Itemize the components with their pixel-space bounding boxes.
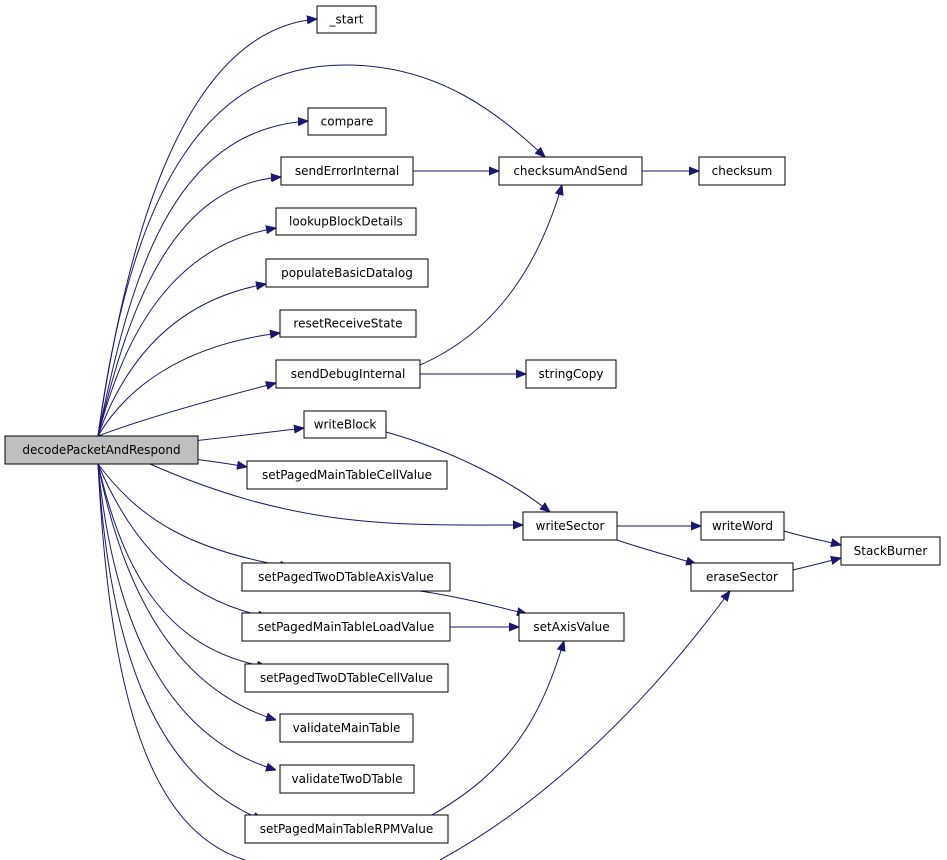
node-compare[interactable]: compare: [307, 107, 387, 136]
node-box: [241, 612, 451, 642]
node-box: [279, 309, 417, 338]
edge-decodePacketAndRespond-to-resetReceiveState: [97, 333, 280, 437]
node-box: [316, 5, 377, 34]
node-box: [275, 207, 417, 236]
edge-writeBlock-to-writeSector: [385, 431, 550, 512]
node-validateTwoDTable[interactable]: validateTwoDTable: [279, 764, 415, 794]
edge-decodePacketAndRespond-to-lookupBlockDetails: [97, 228, 276, 437]
node-box: [246, 460, 448, 490]
node-decodePacketAndRespond[interactable]: decodePacketAndRespond: [4, 435, 199, 465]
node-box: [307, 107, 387, 136]
node-box: [275, 359, 421, 389]
node-box: [244, 663, 449, 693]
node-label: setPagedMainTableRPMValue: [260, 822, 434, 836]
node-stringCopy[interactable]: stringCopy: [525, 359, 617, 389]
node-box: [700, 511, 785, 541]
edge-decodePacketAndRespond-to-validateMainTable: [97, 463, 276, 720]
edge-decodePacketAndRespond-to-setPagedTwoDTableAxisValue: [97, 463, 290, 567]
node-label: checksum: [712, 164, 773, 178]
node-setPagedTwoDTableAxisValue[interactable]: setPagedTwoDTableAxisValue: [241, 562, 451, 592]
edge-decodePacketAndRespond-to-populateBasicDatalog: [97, 284, 266, 437]
node-writeSector[interactable]: writeSector: [522, 511, 618, 541]
node-label: sendDebugInternal: [291, 367, 406, 381]
edge-writeWord-to-StackBurner: [783, 530, 841, 545]
edge-decodePacketAndRespond-to-eraseSector: [97, 463, 730, 860]
node-label: checksumAndSend: [513, 164, 627, 178]
node-setPagedMainTableRPMValue[interactable]: setPagedMainTableRPMValue: [244, 814, 449, 844]
edge-decodePacketAndRespond-to-setPagedMainTableRPMValue: [97, 463, 263, 820]
node-populateBasicDatalog[interactable]: populateBasicDatalog: [265, 258, 429, 288]
node-label: setPagedMainTableLoadValue: [258, 620, 434, 634]
edge-eraseSector-to-StackBurner: [792, 558, 841, 571]
node-label: resetReceiveState: [293, 317, 402, 331]
node-label: writeWord: [712, 519, 773, 533]
edge-setPagedTwoDTableAxisValue-to-setAxisValue: [419, 590, 527, 614]
node-box: [4, 435, 199, 465]
node-label: stringCopy: [539, 367, 604, 381]
edge-decodePacketAndRespond-to-checksumAndSend: [97, 64, 545, 437]
node-label: StackBurner: [854, 544, 928, 558]
node-checksumAndSend[interactable]: checksumAndSend: [498, 156, 643, 186]
edge-decodePacketAndRespond-to-sendDebugInternal: [97, 383, 276, 437]
node-writeBlock[interactable]: writeBlock: [303, 410, 387, 439]
edge-setPagedMainTableRPMValue-to-setAxisValue: [431, 641, 564, 816]
edges-layer: [97, 19, 841, 860]
node-box: [518, 612, 625, 642]
node-box: [265, 258, 429, 288]
node-writeWord[interactable]: writeWord: [700, 511, 785, 541]
node-setPagedTwoDTableCellValue[interactable]: setPagedTwoDTableCellValue: [244, 663, 449, 693]
edge-decodePacketAndRespond-to-compare: [97, 121, 308, 437]
node-label: compare: [321, 115, 374, 129]
node-box: [241, 562, 451, 592]
node-label: setPagedTwoDTableCellValue: [260, 671, 433, 685]
node-validateMainTable[interactable]: validateMainTable: [279, 713, 414, 743]
node-setAxisValue[interactable]: setAxisValue: [518, 612, 625, 642]
node-_start[interactable]: _start: [316, 5, 377, 34]
node-label: lookupBlockDetails: [289, 215, 403, 229]
node-resetReceiveState[interactable]: resetReceiveState: [279, 309, 417, 338]
edge-decodePacketAndRespond-to-sendErrorInternal: [97, 177, 281, 437]
edge-decodePacketAndRespond-to-setPagedMainTableCellValue: [192, 458, 247, 467]
node-box: [280, 156, 414, 186]
node-label: setPagedMainTableCellValue: [262, 468, 432, 482]
node-box: [840, 536, 941, 566]
node-setPagedMainTableCellValue[interactable]: setPagedMainTableCellValue: [246, 460, 448, 490]
node-box: [279, 713, 414, 743]
node-sendDebugInternal[interactable]: sendDebugInternal: [275, 359, 421, 389]
node-eraseSector[interactable]: eraseSector: [690, 562, 794, 592]
node-StackBurner[interactable]: StackBurner: [840, 536, 941, 566]
node-label: _start: [329, 13, 364, 27]
node-label: setAxisValue: [533, 620, 609, 634]
edge-decodePacketAndRespond-to-writeBlock: [192, 428, 304, 442]
node-lookupBlockDetails[interactable]: lookupBlockDetails: [275, 207, 417, 236]
node-box: [690, 562, 794, 592]
node-setPagedMainTableLoadValue[interactable]: setPagedMainTableLoadValue: [241, 612, 451, 642]
node-label: populateBasicDatalog: [281, 266, 413, 280]
node-box: [498, 156, 643, 186]
node-box: [522, 511, 618, 541]
edge-decodePacketAndRespond-to-writeSector: [149, 463, 523, 525]
node-label: eraseSector: [706, 570, 778, 584]
node-box: [525, 359, 617, 389]
node-label: decodePacketAndRespond: [22, 443, 180, 457]
node-sendErrorInternal[interactable]: sendErrorInternal: [280, 156, 414, 186]
edge-writeSector-to-eraseSector: [616, 539, 696, 564]
node-box: [244, 814, 449, 844]
edge-sendDebugInternal-to-checksumAndSend: [419, 185, 562, 366]
node-label: sendErrorInternal: [295, 164, 399, 178]
node-label: setPagedTwoDTableAxisValue: [258, 570, 434, 584]
node-box: [698, 156, 786, 186]
node-label: writeSector: [536, 519, 605, 533]
node-box: [279, 764, 415, 794]
node-label: validateMainTable: [293, 721, 401, 735]
node-checksum[interactable]: checksum: [698, 156, 786, 186]
node-box: [303, 410, 387, 439]
edge-decodePacketAndRespond-to-setPagedMainTableLoadValue: [97, 463, 268, 617]
node-label: validateTwoDTable: [292, 772, 403, 786]
node-label: writeBlock: [314, 418, 377, 432]
edge-decodePacketAndRespond-to-validateTwoDTable: [97, 463, 276, 770]
edge-decodePacketAndRespond-to-setPagedTwoDTableCellValue: [97, 463, 267, 667]
